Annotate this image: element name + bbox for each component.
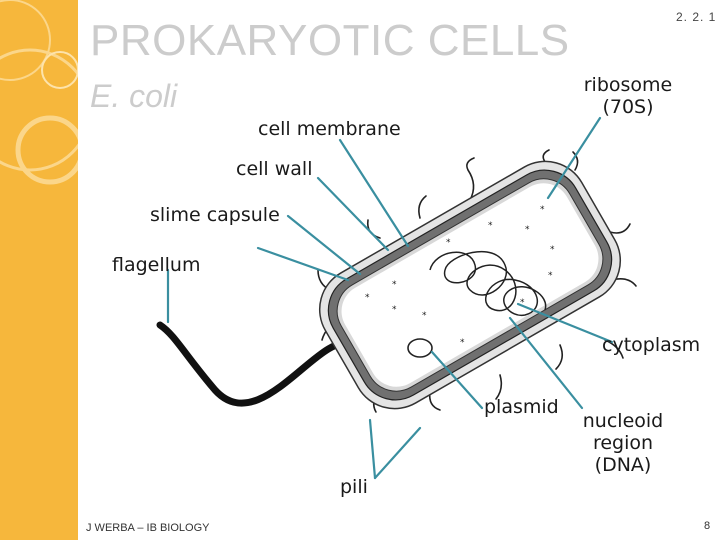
slide-subtitle: E. coli	[90, 78, 178, 114]
label-ribosome-line1: ribosome	[583, 74, 673, 96]
svg-text:*: *	[540, 205, 545, 215]
page-number: 8	[704, 520, 711, 532]
svg-text:*: *	[548, 271, 553, 281]
cytoplasm-shape	[341, 183, 599, 387]
svg-text:*: *	[392, 305, 397, 315]
nucleoid-dna	[429, 250, 547, 316]
label-nucleoid-line1: nucleoid	[582, 410, 664, 432]
label-ribosome-line2: (70S)	[602, 96, 654, 118]
svg-text:*: *	[392, 280, 397, 290]
leader-lines	[166, 116, 614, 480]
svg-text:*: *	[422, 311, 427, 321]
label-nucleoid-line2: region	[592, 432, 654, 454]
svg-text:*: *	[460, 338, 465, 348]
label-ribosome: ribosome (70S)	[578, 74, 678, 118]
sidebar-circles	[0, 0, 78, 185]
svg-text:*: *	[525, 225, 530, 235]
svg-text:*: *	[520, 298, 525, 308]
svg-text:*: *	[446, 238, 451, 248]
slide-code: 2. 2. 1	[676, 10, 717, 24]
svg-text:*: *	[488, 221, 493, 231]
flagellum-shape	[156, 321, 354, 407]
label-nucleoid: nucleoid region (DNA)	[568, 410, 678, 476]
svg-text:*: *	[365, 293, 370, 303]
footer-text: J WERBA – IB BIOLOGY	[86, 522, 210, 534]
label-cell-membrane: cell membrane	[258, 118, 401, 140]
label-cell-wall: cell wall	[236, 158, 313, 180]
label-cytoplasm: cytoplasm	[602, 334, 701, 356]
sidebar-decoration	[0, 0, 78, 540]
svg-text:*: *	[550, 245, 555, 255]
slide-title: PROKARYOTIC CELLS	[90, 16, 570, 65]
label-slime-capsule: slime capsule	[150, 204, 280, 226]
plasmid-shape	[407, 338, 433, 358]
label-nucleoid-line3: (DNA)	[594, 454, 652, 476]
label-plasmid: plasmid	[484, 396, 559, 418]
label-pili: pili	[340, 476, 368, 498]
ribosome-dots: * * * * * * * * * * * *	[365, 205, 555, 348]
label-flagellum: flagellum	[112, 254, 201, 276]
